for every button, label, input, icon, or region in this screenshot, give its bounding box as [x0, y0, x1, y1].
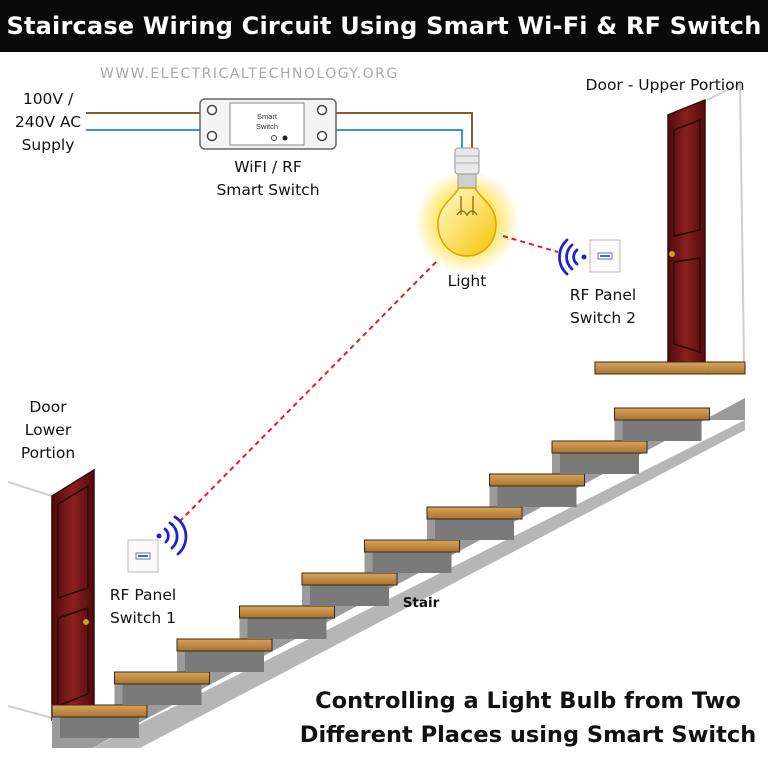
screw-terminal: [206, 104, 218, 116]
stair-riser: [622, 420, 702, 441]
door-lower-label-line1: Door: [29, 398, 67, 416]
stair-label: Stair: [402, 595, 440, 611]
supply-label-line2: 240V AC: [14, 113, 82, 131]
stair-riser: [185, 651, 264, 672]
rf-panel-switch-2-line1: RF Panel: [569, 286, 637, 304]
stair-tread: [301, 572, 398, 586]
rf-panel-switch-1-label: RF Panel Switch 1: [98, 584, 188, 630]
supply-label-line1: 100V /: [22, 90, 74, 108]
door-upper-label: Door - Upper Portion: [585, 76, 745, 94]
rf-panel-switch-2-line2: Switch 2: [569, 309, 637, 327]
door-knob: [669, 251, 675, 257]
screw-terminal: [316, 104, 328, 116]
watermark: WWW.ELECTRICALTECHNOLOGY.ORG: [100, 66, 399, 82]
stair-riser: [247, 618, 327, 639]
rf-link-switch-1: [179, 261, 437, 522]
smart-switch-label: WiFI / RF Smart Switch: [200, 156, 336, 202]
rf-panel-switch-2-device: [589, 239, 621, 273]
door-lower-label-line2: Lower: [24, 421, 72, 439]
door-lower: [7, 468, 95, 722]
page-title: Staircase Wiring Circuit Using Smart Wi-…: [6, 12, 762, 40]
neutral-wire-out: [326, 129, 463, 150]
smart-switch-face-line2: Switch: [256, 122, 278, 131]
door-knob: [83, 619, 89, 625]
smart-switch-face-line1: Smart: [257, 112, 278, 121]
live-wire-out: [326, 112, 473, 150]
stair-riser: [122, 684, 202, 705]
smart-switch-module: Smart Switch: [199, 98, 337, 150]
smart-switch-label-line2: Smart Switch: [216, 181, 320, 199]
supply-label: 100V / 240V AC Supply: [10, 88, 86, 157]
stair-tread: [239, 605, 335, 619]
stair-riser: [372, 552, 452, 573]
stair-riser: [560, 453, 639, 474]
bulb-glass: [437, 187, 497, 257]
caption: Controlling a Light Bulb from Two Differ…: [288, 684, 768, 752]
pair-button: [282, 135, 288, 141]
rf-link-switch-2: [502, 235, 559, 253]
caption-line1: Controlling a Light Bulb from Two: [315, 688, 741, 714]
wifi-signal-icon: [558, 238, 587, 276]
rf-panel-switch-1-line1: RF Panel: [109, 586, 177, 604]
stair-riser: [60, 717, 139, 738]
door-lower-label: Door Lower Portion: [8, 396, 88, 465]
bulb-filament: [456, 196, 478, 217]
stair-riser: [310, 585, 389, 606]
screw-terminal: [316, 130, 328, 142]
rf-panel-switch-2-label: RF Panel Switch 2: [558, 284, 648, 330]
smart-switch-label-line1: WiFI / RF: [234, 158, 302, 176]
door-upper: [667, 82, 746, 375]
light-label: Light: [447, 272, 487, 290]
stair-riser: [497, 486, 577, 507]
status-led: [271, 135, 277, 141]
wifi-signal-icon: [156, 515, 188, 556]
supply-label-line3: Supply: [21, 136, 75, 154]
staircase: [51, 361, 746, 748]
screw-terminal: [206, 130, 218, 142]
rf-panel-switch-1-device: [127, 539, 159, 573]
bulb-socket: [454, 147, 480, 175]
stair-tread: [364, 539, 460, 553]
stair-tread: [426, 506, 523, 520]
stair-tread: [51, 704, 148, 718]
stair-tread: [176, 638, 273, 652]
stair-landing: [594, 361, 746, 375]
stair-tread: [114, 671, 210, 685]
rf-panel-switch-1-line2: Switch 1: [109, 609, 177, 627]
supply-wires: [86, 112, 473, 150]
title-bar: Staircase Wiring Circuit Using Smart Wi-…: [0, 0, 768, 52]
stair-tread: [489, 473, 585, 487]
stair-tread: [614, 407, 710, 421]
light-bulb: [415, 147, 519, 274]
door-lower-label-line3: Portion: [20, 444, 76, 462]
caption-line2: Different Places using Smart Switch: [299, 722, 757, 748]
stair-tread: [551, 440, 648, 454]
stair-riser: [435, 519, 514, 540]
